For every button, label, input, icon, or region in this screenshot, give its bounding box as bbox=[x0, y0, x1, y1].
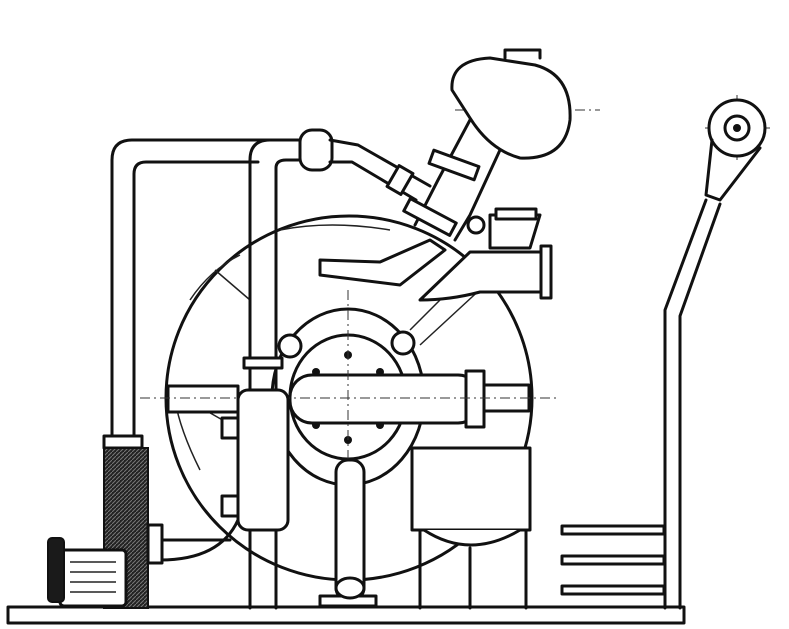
outlet-duct bbox=[318, 238, 553, 302]
lever-arm bbox=[663, 98, 767, 610]
vertical-riser-pipe bbox=[152, 138, 312, 610]
left-return-pipe bbox=[102, 138, 312, 450]
motor-pump bbox=[47, 447, 164, 609]
cyclone-separator bbox=[402, 48, 572, 250]
upper-elbow-pipe bbox=[298, 128, 432, 202]
hub-support-leg bbox=[318, 458, 378, 608]
base-plate bbox=[6, 605, 686, 625]
rack-bars bbox=[560, 524, 666, 596]
side-tank bbox=[410, 446, 532, 610]
